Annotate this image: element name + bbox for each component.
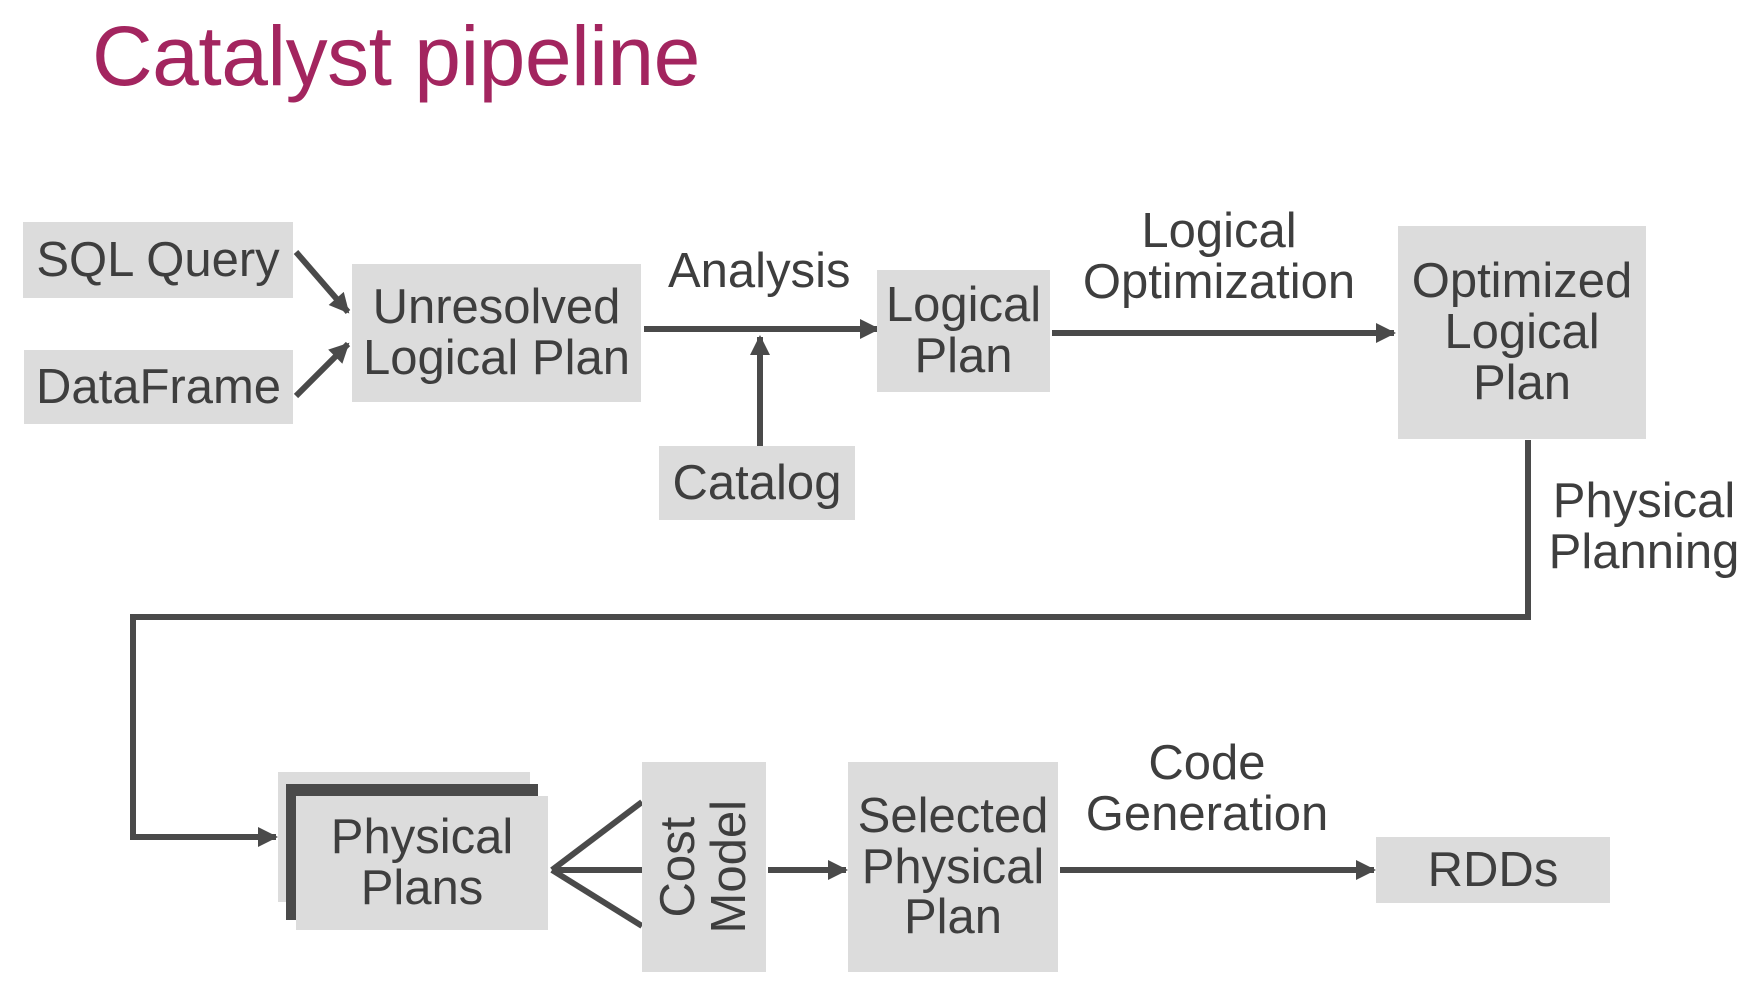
arrow-physical-planning xyxy=(130,440,1531,847)
edge-label-logical-optimization: Logical Optimization xyxy=(1082,204,1356,309)
node-physical-plans: Physical Plans xyxy=(296,796,548,930)
page-title: Catalyst pipeline xyxy=(92,9,700,103)
node-selected-physical-plan: Selected Physical Plan xyxy=(848,762,1058,972)
node-logical-plan: Logical Plan xyxy=(877,270,1050,392)
node-unresolved-logical-plan: Unresolved Logical Plan xyxy=(352,264,641,402)
node-cost-model: Cost Model xyxy=(642,762,766,972)
fan-line-top xyxy=(550,799,644,873)
edge-label-analysis: Analysis xyxy=(668,244,851,298)
cost-model-label: Cost Model xyxy=(651,800,756,934)
arrow-sql-to-unresolved xyxy=(293,250,351,314)
edge-label-physical-planning: Physical Planning xyxy=(1548,474,1740,579)
node-sql-query: SQL Query xyxy=(23,222,293,298)
edge-label-code-generation: Code Generation xyxy=(1085,736,1329,841)
node-optimized-logical-plan: Optimized Logical Plan xyxy=(1398,226,1646,439)
node-dataframe: DataFrame xyxy=(24,350,293,424)
node-rdds: RDDs xyxy=(1376,837,1610,903)
node-catalog: Catalog xyxy=(659,446,855,520)
arrow-dataframe-to-unresolved xyxy=(293,341,351,399)
fan-line-bottom xyxy=(550,867,644,929)
